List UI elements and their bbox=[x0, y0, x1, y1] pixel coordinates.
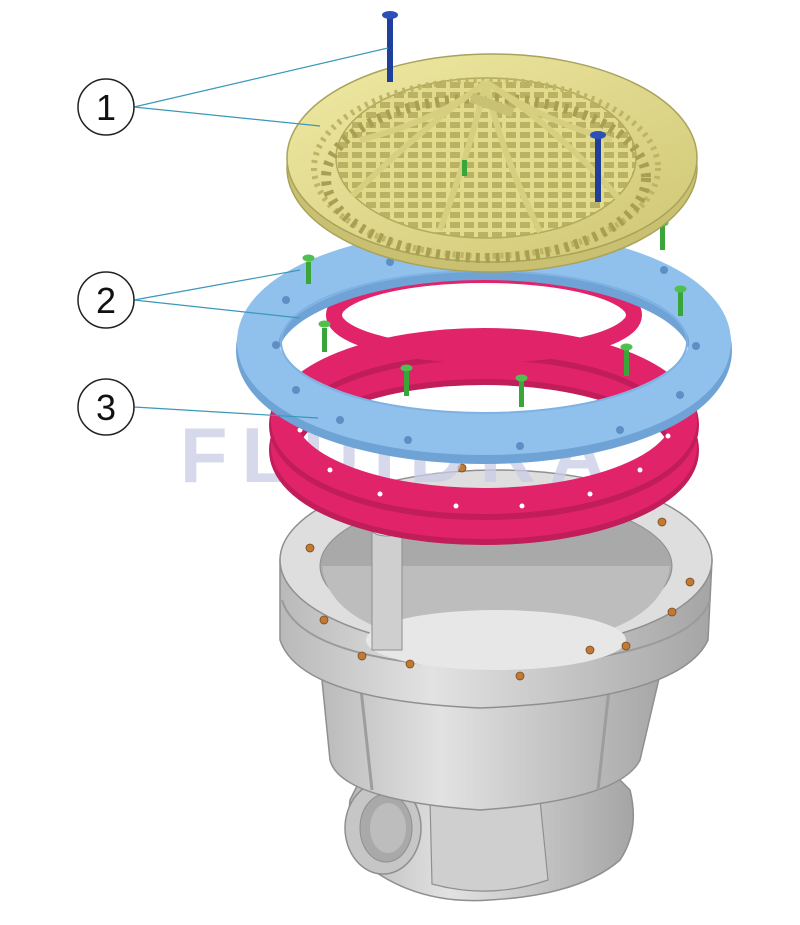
green-screw bbox=[515, 374, 528, 407]
green-screw bbox=[674, 285, 687, 316]
callout-number: 1 bbox=[96, 87, 116, 128]
leader-line-3 bbox=[133, 406, 319, 419]
green-screw bbox=[620, 343, 633, 376]
callout-1: 1 bbox=[77, 78, 135, 136]
leader-line-2a bbox=[133, 269, 301, 301]
leader-lines bbox=[133, 47, 389, 419]
screw-icon bbox=[382, 11, 606, 202]
callout-2: 2 bbox=[77, 271, 135, 329]
drain-grate-icon bbox=[286, 53, 698, 273]
blue-screw bbox=[382, 11, 398, 82]
green-screw bbox=[302, 254, 315, 284]
leader-line-2b bbox=[133, 299, 301, 319]
leader-line-1a bbox=[133, 47, 389, 108]
green-screw bbox=[318, 320, 331, 352]
gasket-icon bbox=[269, 267, 699, 545]
callout-3: 3 bbox=[77, 378, 135, 436]
green-screw bbox=[400, 364, 413, 396]
callout-number: 3 bbox=[96, 387, 116, 428]
leader-line-1b bbox=[133, 106, 321, 127]
blue-screw bbox=[590, 131, 606, 202]
callout-number: 2 bbox=[96, 280, 116, 321]
